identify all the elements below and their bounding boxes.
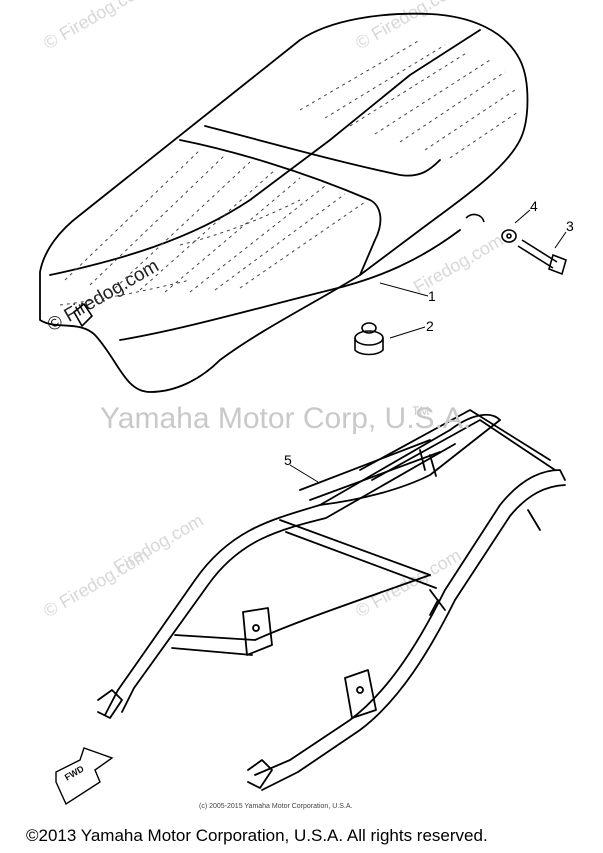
carrier-rail-right-inner xyxy=(261,484,566,791)
copyright-main: ©2013 Yamaha Motor Corporation, U.S.A. A… xyxy=(26,826,488,845)
carrier-rail-left xyxy=(104,413,501,716)
trademark-mark: TM xyxy=(412,404,430,418)
callout-3: 3 xyxy=(566,218,574,234)
bolt-part xyxy=(517,239,558,269)
carrier-rail-left-inner xyxy=(121,443,456,713)
seat-ridge xyxy=(49,29,481,276)
seat-step-top xyxy=(204,125,441,177)
callout-5: 5 xyxy=(284,452,292,468)
seat-step xyxy=(179,139,382,276)
callout-1: 1 xyxy=(428,288,436,304)
seat-outline xyxy=(39,12,529,393)
washer-part xyxy=(501,229,517,243)
carrier-rail-right xyxy=(254,469,566,776)
callout-4: 4 xyxy=(530,198,538,214)
fwd-arrow xyxy=(55,747,114,806)
seat-skirt xyxy=(119,229,461,341)
callout-2: 2 xyxy=(426,318,434,334)
copyright-small: (c) 2005-2015 Yamaha Motor Corporation, … xyxy=(199,803,353,810)
main-watermark: Yamaha Motor Corp, U.S.A. xyxy=(100,402,472,435)
